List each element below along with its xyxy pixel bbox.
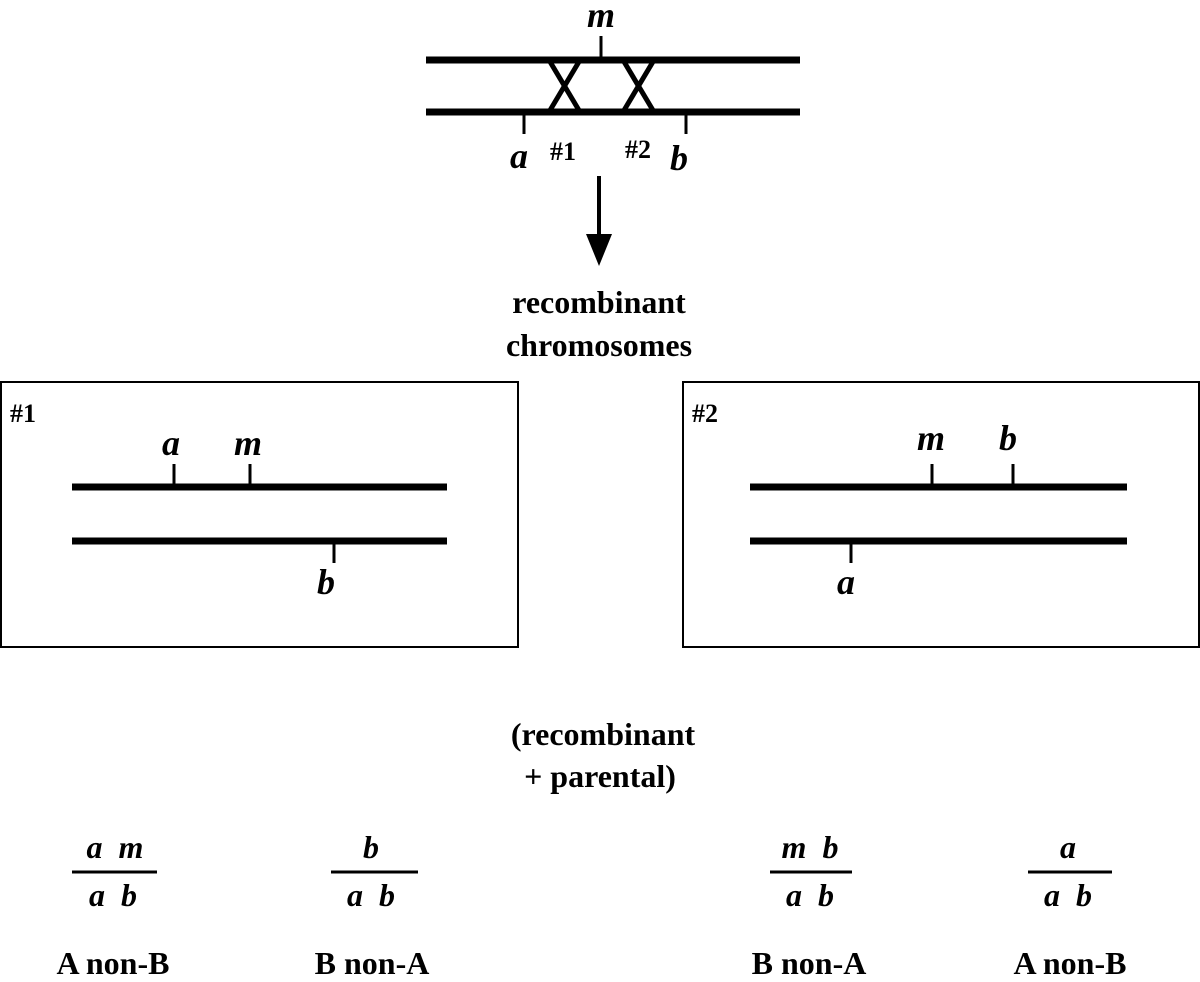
caption-line-1: recombinant: [512, 284, 686, 320]
genotype-3-top: m b: [782, 829, 839, 865]
down-arrow-icon: [586, 176, 612, 266]
crossover-2-label: #2: [625, 135, 651, 164]
genotype-2-phenotype: B non-A: [315, 945, 430, 981]
panel-2-marker-b: b: [999, 418, 1017, 458]
panel-1-marker-b: b: [317, 562, 335, 602]
caption-line-2: chromosomes: [506, 327, 692, 363]
genotype-3: m b a b B non-A: [752, 829, 867, 981]
panel-2-label: #2: [692, 399, 718, 428]
panel-1-marker-a: a: [162, 423, 180, 463]
genotype-4: a a b A non-B: [1014, 829, 1127, 981]
note-line-2: + parental): [524, 758, 676, 794]
marker-a-label: a: [510, 136, 528, 176]
genotype-4-bottom: a b: [1044, 877, 1092, 913]
genotype-1-phenotype: A non-B: [57, 945, 170, 981]
panel-2-marker-a: a: [837, 562, 855, 602]
crossover-1-x: [546, 58, 583, 114]
note-line-1: (recombinant: [511, 716, 696, 752]
panel-1: #1 a m b: [0, 381, 519, 648]
genotype-2-bottom: a b: [347, 877, 395, 913]
genotype-2-top: b: [363, 829, 379, 865]
marker-m-label: m: [587, 0, 615, 35]
panel-2-marker-m: m: [917, 418, 945, 458]
crossover-2-x: [620, 58, 657, 114]
genotype-2: b a b B non-A: [315, 829, 430, 981]
genotype-3-phenotype: B non-A: [752, 945, 867, 981]
genotype-1-bottom: a b: [89, 877, 137, 913]
genotype-1: a m a b A non-B: [57, 829, 170, 981]
crossover-figure: m a b #1 #2: [426, 0, 800, 178]
marker-b-label: b: [670, 138, 688, 178]
panel-1-marker-m: m: [234, 423, 262, 463]
genotype-1-top: a m: [87, 829, 144, 865]
genotype-3-bottom: a b: [786, 877, 834, 913]
crossover-1-label: #1: [550, 137, 576, 166]
panel-1-label: #1: [10, 399, 36, 428]
panel-2: #2 m b a: [682, 381, 1200, 648]
genotype-4-top: a: [1060, 829, 1076, 865]
genotype-4-phenotype: A non-B: [1014, 945, 1127, 981]
